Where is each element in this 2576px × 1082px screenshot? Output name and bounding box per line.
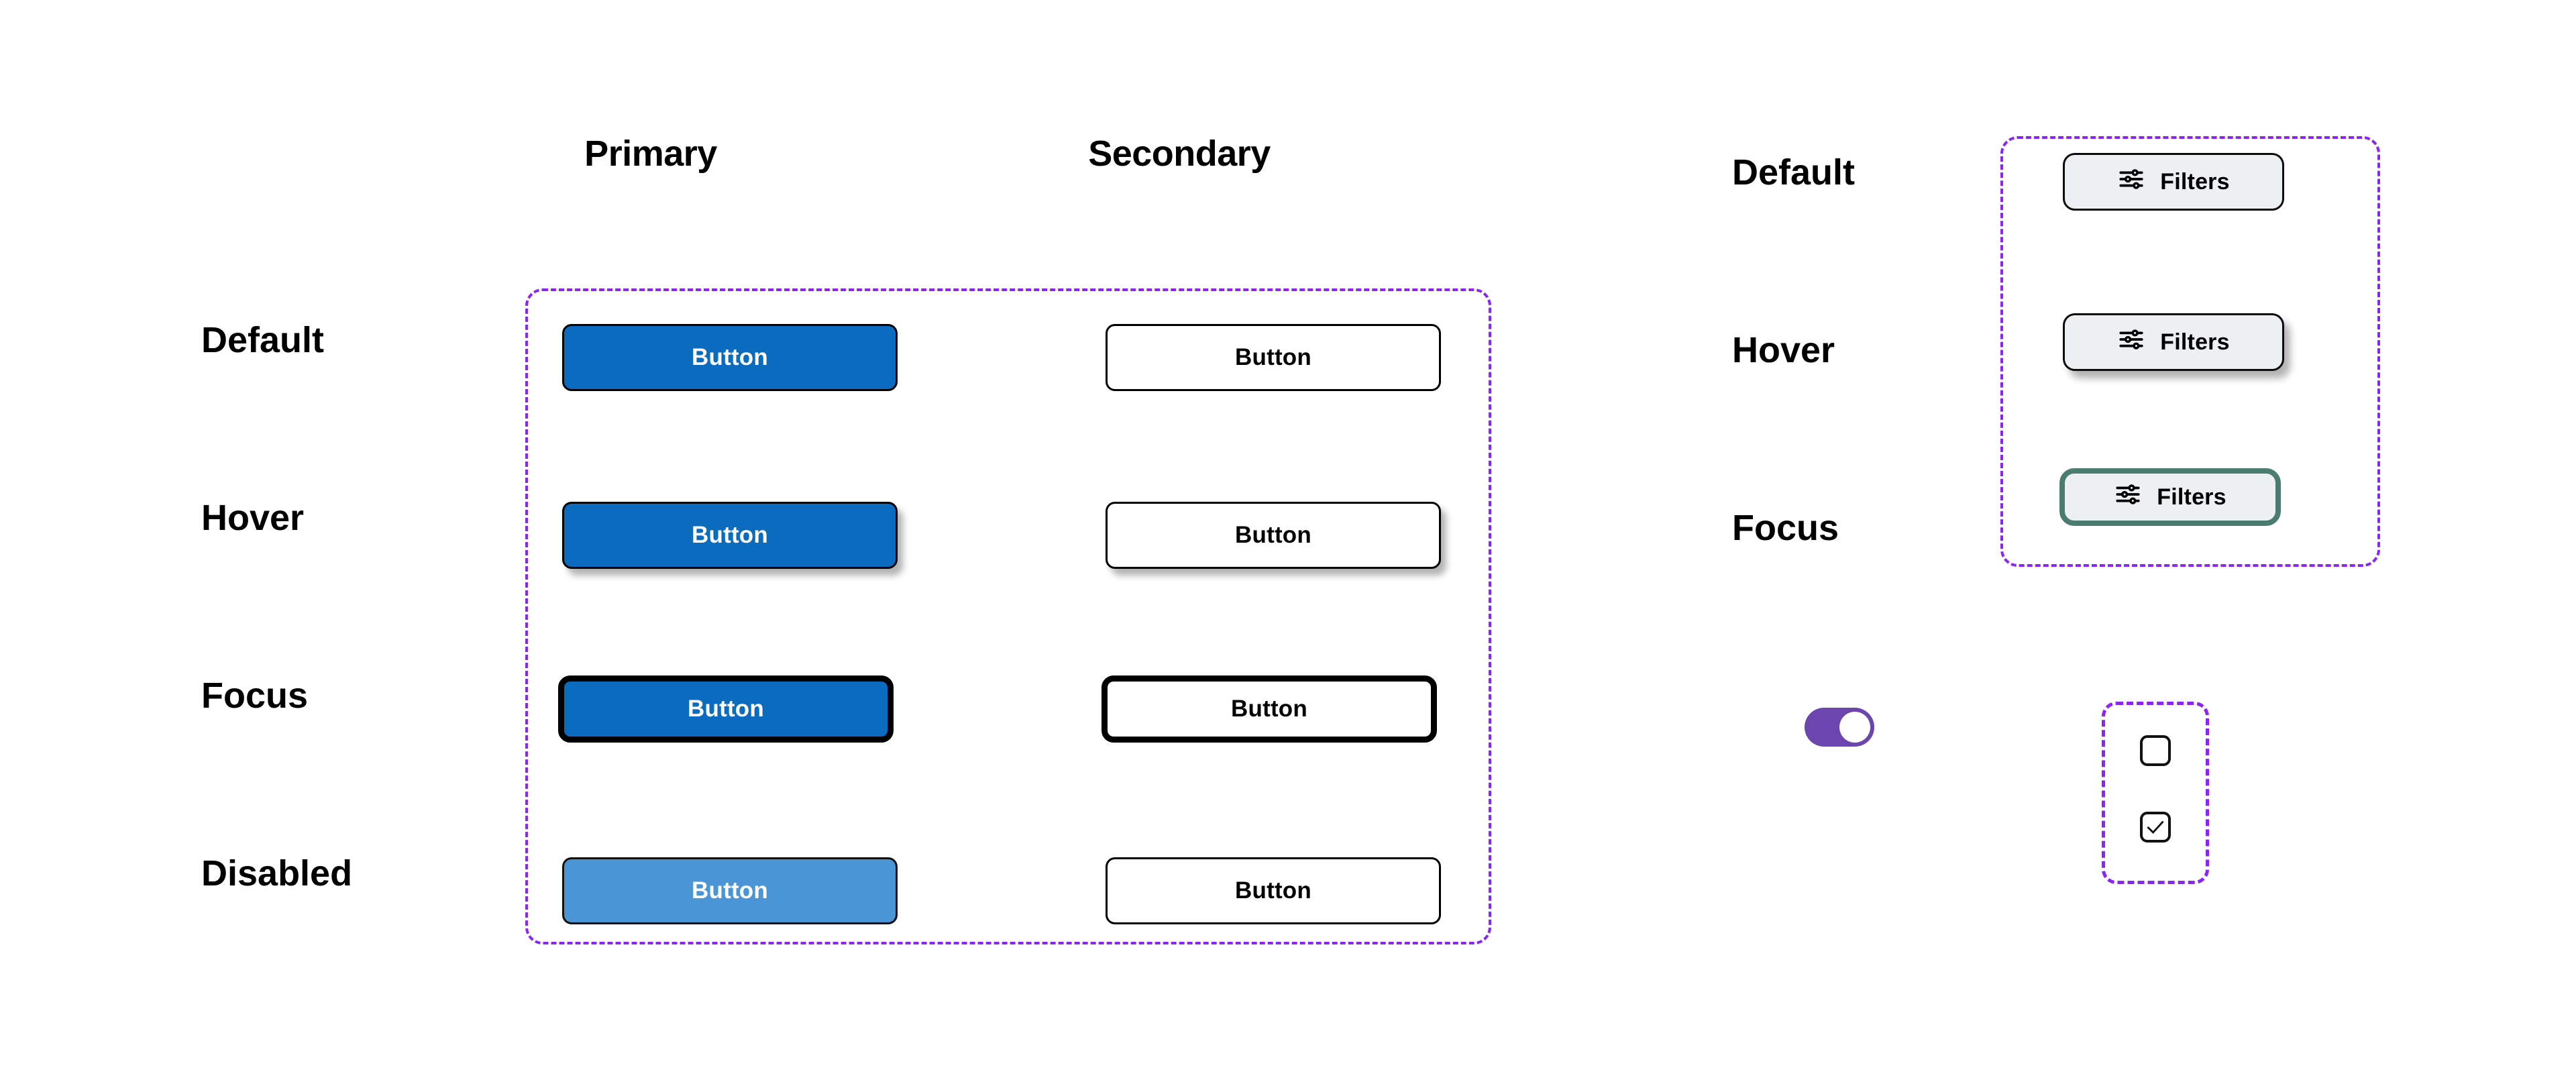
filters-button-focus[interactable]: Filters — [2059, 468, 2281, 526]
column-header-secondary: Secondary — [1088, 133, 1271, 174]
secondary-button-focus[interactable]: Button — [1102, 675, 1437, 743]
primary-button-default[interactable]: Button — [562, 324, 898, 391]
check-icon — [2147, 820, 2164, 834]
filters-button-label: Filters — [2157, 484, 2226, 510]
button-matrix-annotation-frame — [525, 288, 1491, 944]
primary-button-hover[interactable]: Button — [562, 502, 898, 569]
filters-row-label-focus: Focus — [1732, 508, 1839, 548]
row-label-focus: Focus — [201, 675, 309, 716]
filters-annotation-frame — [2000, 136, 2380, 567]
sliders-icon — [2117, 325, 2145, 360]
primary-button-disabled[interactable]: Button — [562, 857, 898, 924]
filters-button-label: Filters — [2160, 169, 2230, 195]
row-label-default: Default — [201, 320, 325, 360]
filters-button-hover[interactable]: Filters — [2063, 313, 2284, 371]
primary-button-focus[interactable]: Button — [558, 675, 894, 743]
filters-button-label: Filters — [2160, 329, 2230, 355]
row-label-hover: Hover — [201, 498, 305, 538]
checkbox-checked[interactable] — [2140, 812, 2171, 843]
filters-row-label-hover: Hover — [1732, 330, 1835, 370]
checkbox-unchecked[interactable] — [2140, 735, 2171, 766]
filters-button-default[interactable]: Filters — [2063, 153, 2284, 211]
secondary-button-disabled[interactable]: Button — [1106, 857, 1441, 924]
row-label-disabled: Disabled — [201, 853, 353, 894]
secondary-button-default[interactable]: Button — [1106, 324, 1441, 391]
secondary-button-hover[interactable]: Button — [1106, 502, 1441, 569]
sliders-icon — [2114, 480, 2142, 515]
toggle-knob — [1839, 712, 1870, 743]
sliders-icon — [2117, 165, 2145, 199]
toggle-switch[interactable] — [1805, 708, 1874, 747]
column-header-primary: Primary — [584, 133, 717, 174]
filters-row-label-default: Default — [1732, 152, 1856, 193]
checkbox-annotation-frame — [2102, 702, 2209, 884]
